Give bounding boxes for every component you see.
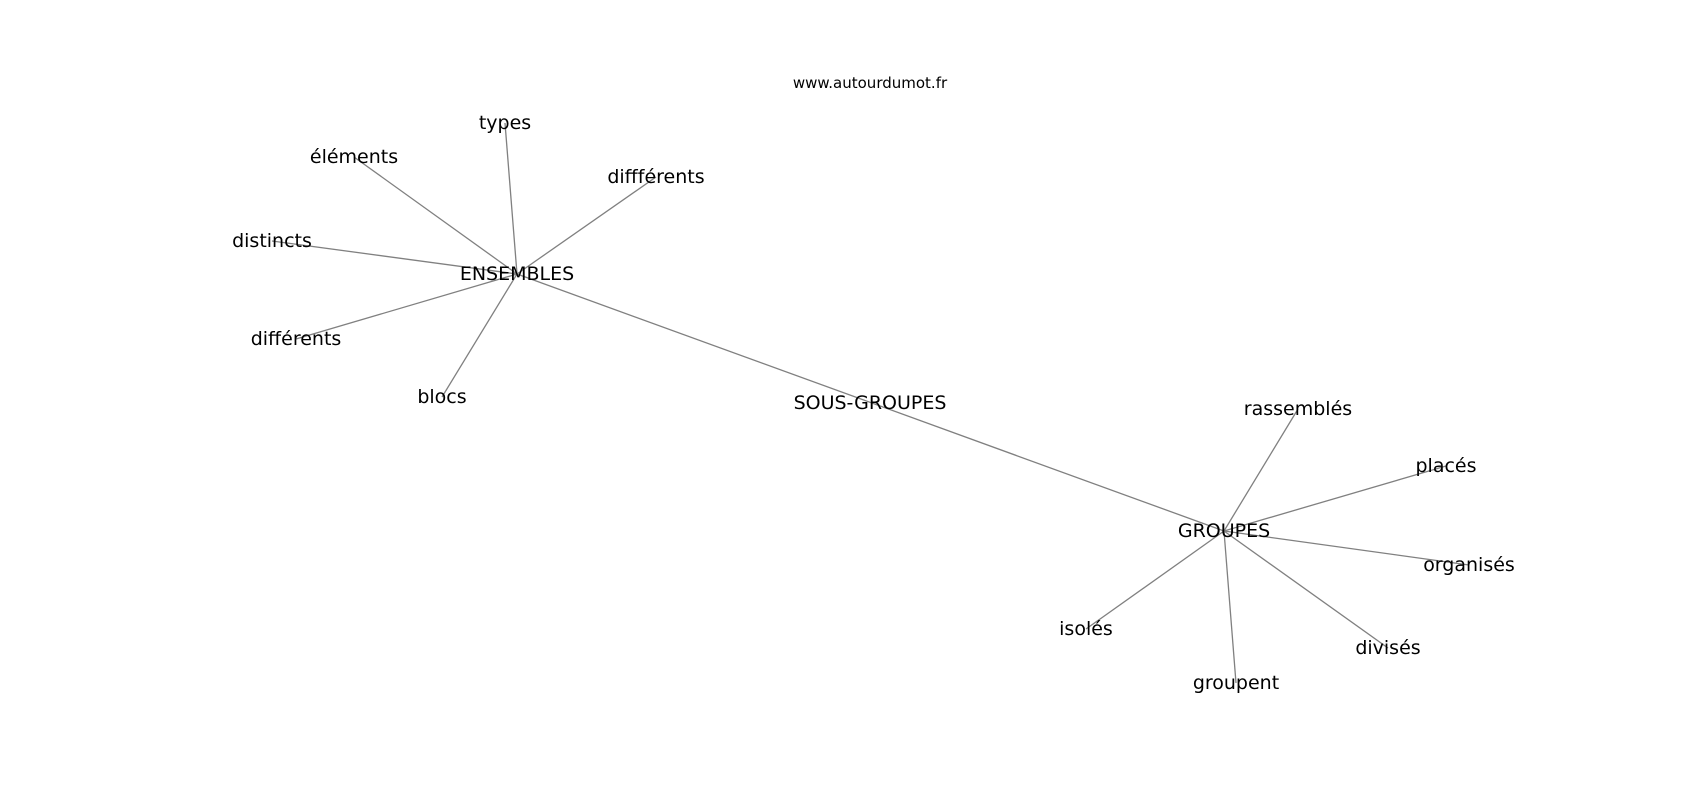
edge-groupes-places [1223,465,1447,532]
node-label-groupent: groupent [1193,672,1279,694]
edge-groupes-divises [1223,530,1389,649]
node-label-divises: divisés [1355,637,1420,659]
node-label-types: types [479,112,531,134]
edge-ensembles-distincts [271,240,518,275]
edge-ensembles-elements [353,156,518,275]
edge-groupes-organises [1223,530,1470,566]
node-label-diffferents: diffférents [607,166,704,188]
node-label-places: placés [1415,455,1476,477]
edge-groupes-groupent [1223,530,1237,684]
node-label-groupes: GROUPES [1178,520,1270,542]
node-label-isoles: isolés [1059,618,1113,640]
node-label-differents: différents [251,328,342,350]
edge-groupes-isoles [1085,530,1225,630]
edge-ensembles-diffferents [516,176,657,275]
node-label-distincts: distincts [232,230,312,252]
node-label-ensembles: ENSEMBLES [460,263,574,285]
edge-ensembles-types [504,122,518,275]
node-label-elements: éléments [310,146,398,168]
edge-ensembles-groupes [516,273,1225,532]
edge-ensembles-blocs [441,273,518,398]
source-watermark: www.autourdumot.fr [793,74,948,92]
node-label-rassembles: rassemblés [1244,398,1352,420]
node-label-sous-groupes: SOUS-GROUPES [794,392,947,414]
edge-ensembles-differents [295,273,518,340]
nodes-layer: SOUS-GROUPES ENSEMBLES GROUPES types élément… [232,112,1515,694]
node-label-blocs: blocs [417,386,466,408]
edge-groupes-rassembles [1223,408,1299,532]
edges-layer [271,122,1470,684]
node-label-organises: organisés [1423,554,1515,576]
